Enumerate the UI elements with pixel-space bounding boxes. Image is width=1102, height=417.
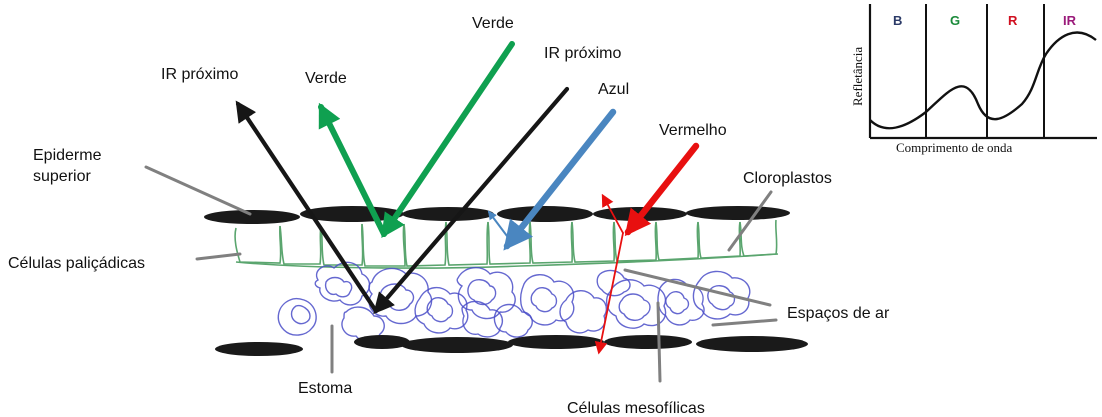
structure-labels: Epiderme superior Células paliçádicas Cl…	[8, 147, 890, 417]
ray-labels: IR próximo Verde Verde IR próximo Azul V…	[161, 15, 727, 139]
label-cloroplastos: Cloroplastos	[743, 170, 832, 187]
label-celulas-mesofilicas: Células mesofílicas	[567, 400, 705, 417]
inset-y-label: Refletância	[850, 47, 865, 106]
leader-espacos-2	[713, 320, 776, 325]
ray-label-azul: Azul	[598, 81, 629, 98]
band-label-r: R	[1008, 13, 1018, 28]
band-label-ir: IR	[1063, 13, 1077, 28]
band-label-b: B	[893, 13, 902, 28]
red-transmitted-arrow	[599, 233, 623, 352]
blue-incident-arrow	[507, 112, 613, 246]
leader-epiderme	[146, 167, 250, 214]
label-espacos-de-ar: Espaços de ar	[787, 305, 890, 322]
reflectance-curve	[870, 33, 1096, 129]
band-label-g: G	[950, 13, 960, 28]
inset-x-label: Comprimento de onda	[896, 140, 1012, 155]
leader-cloroplastos	[729, 192, 771, 250]
label-estoma: Estoma	[298, 380, 352, 397]
label-celulas-palicadicas: Células paliçádicas	[8, 255, 145, 272]
ray-label-verde-left: Verde	[305, 70, 347, 87]
leader-mesofilicas	[658, 303, 660, 381]
ray-label-ir-left: IR próximo	[161, 66, 238, 83]
lower-epidermis	[215, 335, 808, 356]
ray-label-verde-top: Verde	[472, 15, 514, 32]
leader-palicadicas	[197, 254, 240, 259]
ray-label-ir-right: IR próximo	[544, 45, 621, 62]
green-incident-arrow	[384, 44, 512, 234]
ray-label-vermelho: Vermelho	[659, 122, 727, 139]
leader-espacos-1	[625, 270, 770, 305]
label-epiderme-line2: superior	[33, 168, 91, 185]
label-epiderme-line1: Epiderme	[33, 147, 102, 164]
reflectance-inset: B G R IR Refletância Comprimento de onda	[850, 4, 1097, 155]
